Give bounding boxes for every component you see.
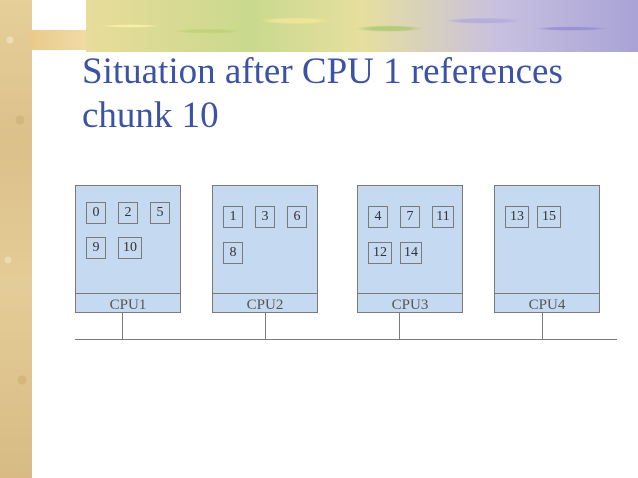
cpu-1-box: 0 2 5 9 10 CPU1 [75,185,181,313]
decorative-strip [28,30,86,50]
bus-connector [399,313,400,339]
chunk-box: 15 [537,206,561,228]
bus-connector [265,313,266,339]
chunk-box: 6 [287,206,307,228]
cpu-4-box: 13 15 CPU4 [494,185,600,313]
cpu-label: CPU3 [391,297,429,313]
chunk-box: 3 [255,206,275,228]
chunk-box: 5 [150,202,170,224]
parchment-strip [0,0,32,478]
chunk-box: 4 [368,206,388,228]
cpu-divider [213,293,317,294]
chunk-box: 13 [505,206,529,228]
chunk-box: 12 [368,242,392,264]
cpu-label: CPU2 [246,297,284,313]
chunk-box: 9 [86,237,106,259]
chunk-box: 10 [118,237,142,259]
cpu-divider [358,293,462,294]
chunk-box: 14 [400,242,422,264]
cpu-2-box: 1 3 6 8 CPU2 [212,185,318,313]
bus-connector [122,313,123,339]
flower-banner [86,0,638,52]
chunk-box: 11 [432,206,454,228]
chunk-box: 8 [223,242,243,264]
slide-title: Situation after CPU 1 references chunk 1… [82,51,563,136]
chunk-box: 1 [223,206,243,228]
cpu-divider [76,293,180,294]
bus-line [75,339,617,340]
bus-connector [542,313,543,339]
cpu-label: CPU1 [109,297,147,313]
chunk-box: 0 [86,202,106,224]
cpu-3-box: 4 7 11 12 14 CPU3 [357,185,463,313]
cpu-divider [495,293,599,294]
chunk-box: 7 [400,206,420,228]
cpu-label: CPU4 [528,297,566,313]
chunk-box: 2 [118,202,138,224]
